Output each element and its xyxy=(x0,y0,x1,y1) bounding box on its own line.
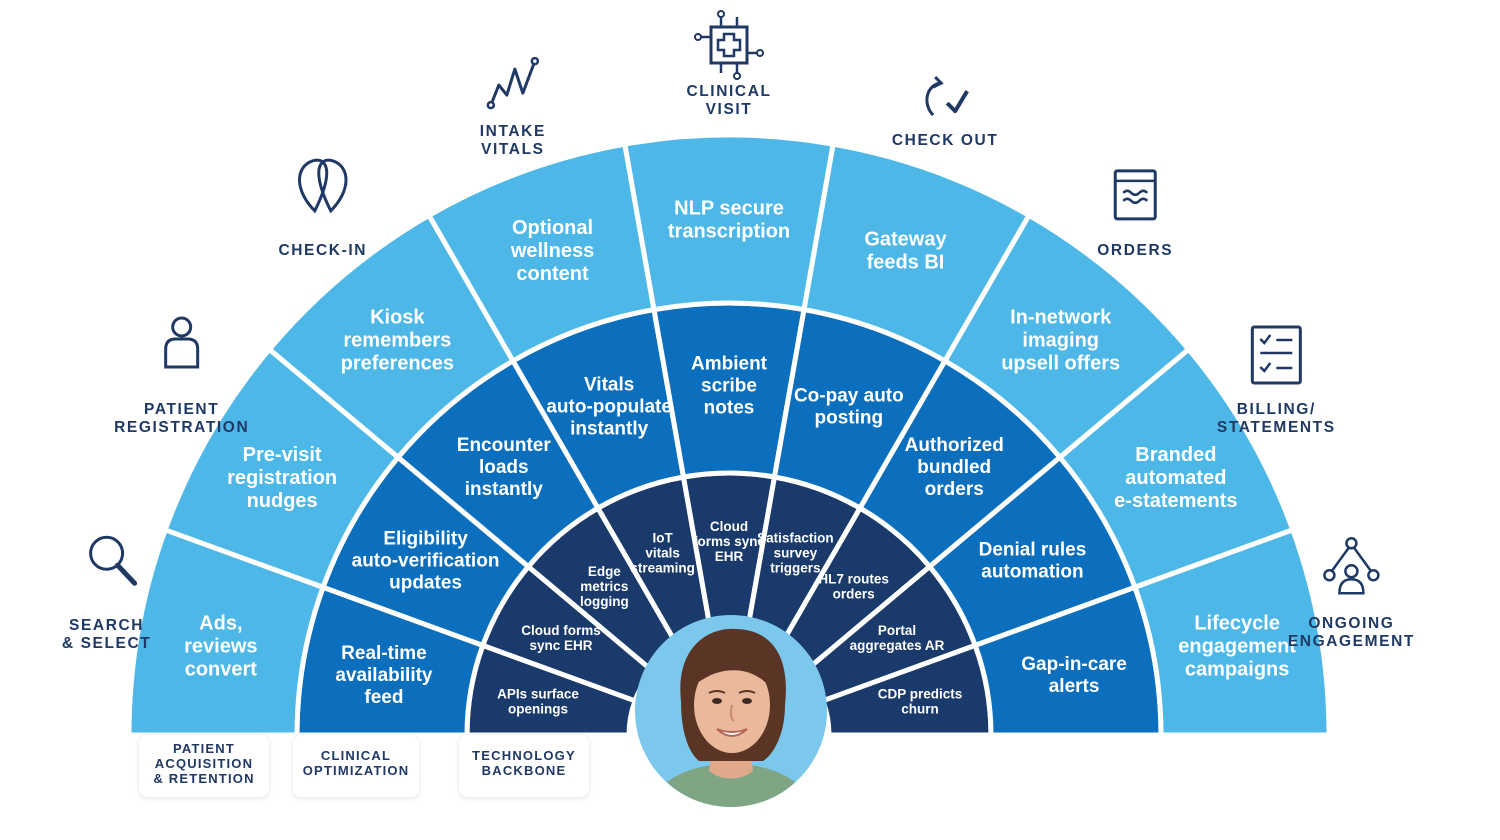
medical-chip-icon xyxy=(694,10,764,80)
stage-label-2: PATIENT REGISTRATION xyxy=(114,401,250,436)
vitals-line-icon xyxy=(486,56,540,110)
refresh-check-icon xyxy=(925,76,969,117)
stage-label-4: INTAKE VITALS xyxy=(479,123,546,159)
order-box-icon xyxy=(1113,169,1157,221)
stage-label-6: CHECK OUT xyxy=(891,132,999,150)
stage-label-1: SEARCH & SELECT xyxy=(61,617,152,653)
stage-label-8: BILLING/ STATEMENTS xyxy=(1216,401,1336,436)
checklist-icon xyxy=(1250,325,1302,385)
location-pin-icon xyxy=(298,158,348,214)
stage-label-5: CLINICAL VISIT xyxy=(686,83,772,118)
stage-label-3: CHECK-IN xyxy=(278,241,368,259)
ring-tag-inner: TECHNOLOGY BACKBONE xyxy=(459,735,589,797)
stage-label-7: ORDERS xyxy=(1097,241,1174,259)
ring-tag-middle: CLINICAL OPTIMIZATION xyxy=(293,735,419,797)
patient-avatar xyxy=(635,615,827,807)
magnifier-icon xyxy=(89,535,138,586)
segment-outer-9 xyxy=(1132,527,1332,738)
person-icon xyxy=(164,316,200,369)
stage-label-9: ONGOING ENGAGEMENT xyxy=(1287,615,1415,651)
ring-tag-outer: PATIENT ACQUISITION & RETENTION xyxy=(139,735,269,797)
network-people-icon xyxy=(1323,537,1380,595)
